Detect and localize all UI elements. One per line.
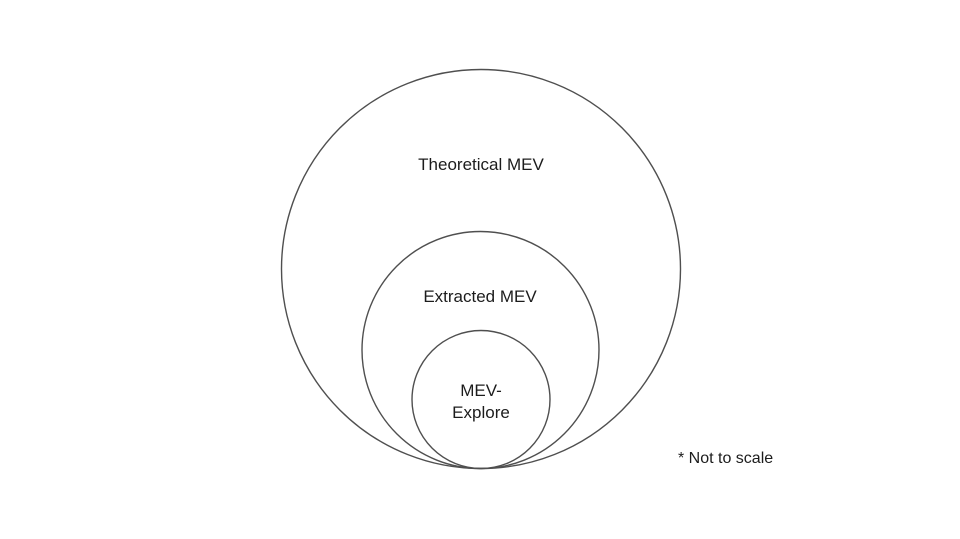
- footnote-not-to-scale: * Not to scale: [678, 450, 773, 467]
- circle-mev-explore: [411, 329, 551, 470]
- label-mev-explore-line1: MEV-: [460, 381, 502, 400]
- label-mev-explore-line2: Explore: [452, 403, 510, 422]
- label-theoretical-mev: Theoretical MEV: [418, 155, 544, 174]
- label-extracted-mev: Extracted MEV: [423, 287, 537, 306]
- circle-extracted-mev: [361, 230, 600, 470]
